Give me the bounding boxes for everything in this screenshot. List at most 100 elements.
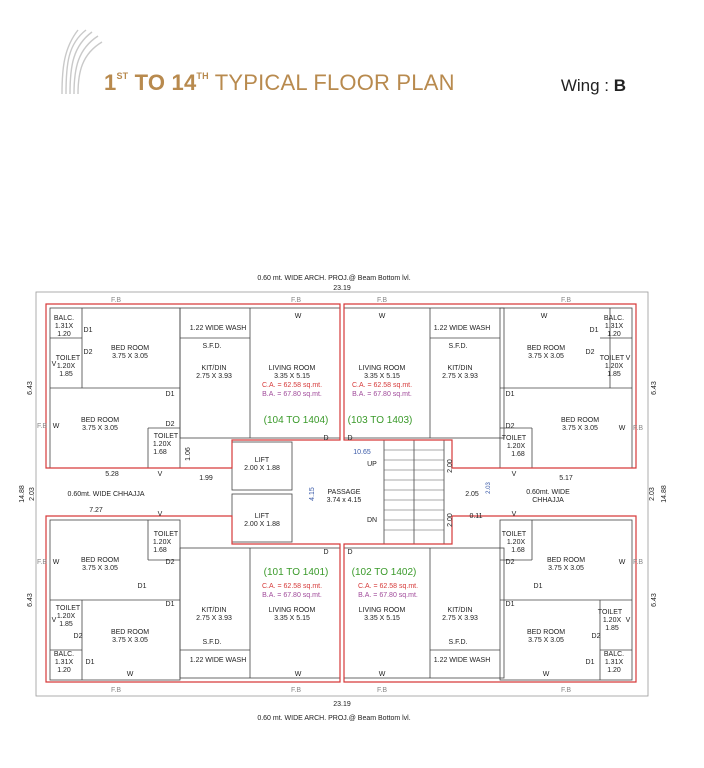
kitdin-label: KIT/DIN — [448, 365, 473, 372]
bedroom-label: BED ROOM — [527, 345, 565, 352]
toilet-label: TOILET — [56, 605, 81, 612]
door-label: D1 — [506, 391, 515, 398]
builtup-area: B.A. = 67.80 sq.mt. — [262, 391, 322, 398]
kitdin-label: KIT/DIN — [448, 607, 473, 614]
bedroom-size: 3.75 X 3.05 — [112, 353, 148, 360]
wing-value: B — [613, 76, 626, 95]
door-label: D — [347, 549, 352, 556]
window-label: W — [379, 671, 386, 678]
fb-label: F.B — [291, 297, 301, 304]
window-label: W — [619, 559, 626, 566]
mid-dim-right: 2.03 — [649, 487, 656, 501]
balcony-label: BALC. — [604, 651, 624, 658]
bedroom-size: 3.75 X 3.05 — [528, 353, 564, 360]
ventilator-label: V — [626, 617, 631, 624]
window-label: W — [619, 425, 626, 432]
half-height-bottom-right: 6.43 — [651, 593, 658, 607]
toilet-size: 1.20X — [57, 363, 76, 370]
chhajja-right: CHHAJJA — [532, 497, 564, 504]
balcony-label: BALC. — [604, 315, 624, 322]
outer-projection-frame — [35, 291, 649, 697]
door-label: D1 — [586, 659, 595, 666]
arch-proj-note-bottom: 0.60 mt. WIDE ARCH. PROJ.@ Beam Bottom l… — [257, 715, 410, 722]
fb-label: F.B — [111, 687, 121, 694]
toilet-size: 1.20X — [153, 441, 172, 448]
bedroom-label: BED ROOM — [561, 417, 599, 424]
toilet-label: TOILET — [56, 355, 81, 362]
dim-517: 5.17 — [559, 475, 573, 482]
toilet-size: 1.20X — [153, 539, 172, 546]
door-label: D2 — [506, 423, 515, 430]
toilet-size: 1.20X — [507, 539, 526, 546]
balcony-size: 1.20 — [57, 667, 71, 674]
builtup-area: B.A. = 67.80 sq.mt. — [262, 592, 322, 599]
door-label: D1 — [84, 327, 93, 334]
balcony-size: 1.31X — [55, 659, 74, 666]
toilet-size: 1.20X — [603, 617, 622, 624]
toilet-label: TOILET — [502, 531, 527, 538]
toilet-size: 1.20X — [57, 613, 76, 620]
toilet-size: 1.20X — [605, 363, 624, 370]
dim-106: 1.06 — [185, 447, 192, 461]
builtup-area: B.A. = 67.80 sq.mt. — [358, 592, 418, 599]
bedroom-label: BED ROOM — [81, 557, 119, 564]
flat-number-bottom-left: (101 TO 1401) — [264, 567, 329, 578]
door-label: D2 — [506, 559, 515, 566]
living-room-label: LIVING ROOM — [269, 365, 316, 372]
toilet-size: 1.85 — [605, 625, 619, 632]
door-label: D — [323, 549, 328, 556]
balcony-size: 1.20 — [57, 331, 71, 338]
living-room-size: 3.35 X 5.15 — [364, 615, 400, 622]
balcony-label: BALC. — [54, 315, 74, 322]
door-label: D2 — [166, 559, 175, 566]
door-label: D1 — [138, 583, 147, 590]
window-label: W — [295, 671, 302, 678]
half-height-top-right: 6.43 — [651, 381, 658, 395]
builtup-area: B.A. = 67.80 sq.mt. — [352, 391, 412, 398]
bedroom-size: 3.75 X 3.05 — [112, 637, 148, 644]
bedroom-size: 3.75 X 3.05 — [548, 565, 584, 572]
toilet-size: 1.20X — [507, 443, 526, 450]
sfd-label: S.F.D. — [202, 343, 221, 350]
door-label: D — [347, 435, 352, 442]
flat-number-top-right: (103 TO 1403) — [348, 415, 413, 426]
title-rest: TYPICAL FLOOR PLAN — [208, 70, 455, 95]
door-label: D1 — [534, 583, 543, 590]
kitdin-size: 2.75 X 3.93 — [442, 373, 478, 380]
bedroom-size: 3.75 X 3.05 — [562, 425, 598, 432]
toilet-label: TOILET — [600, 355, 625, 362]
kitdin-size: 2.75 X 3.93 — [196, 615, 232, 622]
door-label: D2 — [586, 349, 595, 356]
window-label: W — [53, 559, 60, 566]
balcony-size: 1.31X — [605, 659, 624, 666]
door-label: D1 — [166, 391, 175, 398]
bedroom-size: 3.75 X 3.05 — [82, 425, 118, 432]
sfd-label: S.F.D. — [448, 639, 467, 646]
window-label: W — [295, 313, 302, 320]
carpet-area: C.A. = 62.58 sq.mt. — [358, 583, 418, 590]
carpet-area: C.A. = 62.58 sq.mt. — [262, 583, 322, 590]
chhajja-left: 0.60mt. WIDE CHHAJJA — [67, 491, 144, 498]
passage-height-dim: 4.15 — [309, 487, 316, 501]
passage-size: 3.74 x 4.15 — [327, 497, 362, 504]
overall-width-bottom: 23.19 — [333, 701, 351, 708]
toilet-size: 1.85 — [59, 371, 73, 378]
toilet-size: 1.85 — [59, 621, 73, 628]
half-height-top-left: 6.43 — [27, 381, 34, 395]
door-label: D1 — [86, 659, 95, 666]
page-title: 1ST TO 14TH TYPICAL FLOOR PLAN — [104, 70, 455, 96]
kitdin-size: 2.75 X 3.93 — [196, 373, 232, 380]
lift-label: LIFT — [255, 457, 270, 464]
door-label: D1 — [506, 601, 515, 608]
ventilator-label: V — [158, 471, 163, 478]
living-room-label: LIVING ROOM — [359, 365, 406, 372]
lift-label: LIFT — [255, 513, 270, 520]
living-room-size: 3.35 X 5.15 — [274, 373, 310, 380]
overall-height-left: 14.88 — [19, 485, 26, 503]
lift-size: 2.00 X 1.88 — [244, 521, 280, 528]
dim-205: 2.05 — [465, 491, 479, 498]
door-label: D — [323, 435, 328, 442]
bedroom-label: BED ROOM — [111, 629, 149, 636]
kitdin-size: 2.75 X 3.93 — [442, 615, 478, 622]
